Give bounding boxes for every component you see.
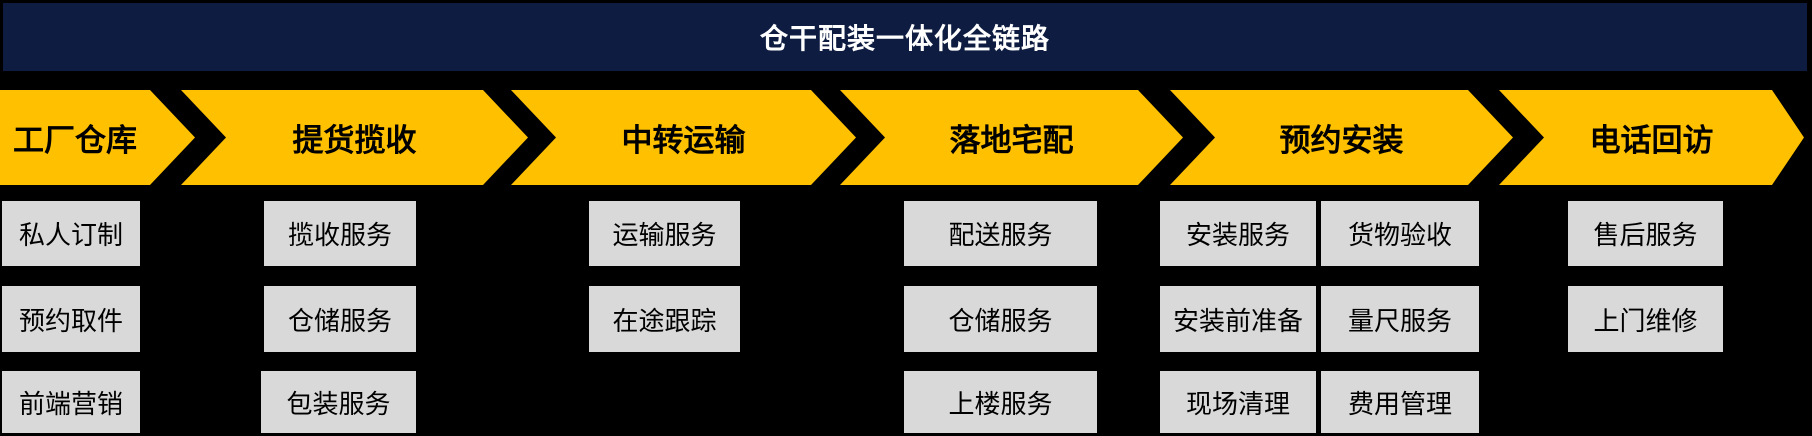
service-box: 售后服务 [1568,201,1723,266]
stage-label: 预约安装 [1279,123,1404,158]
page-title: 仓干配装一体化全链路 [759,23,1050,54]
service-box: 揽收服务 [264,201,416,266]
service-box: 仓储服务 [904,286,1097,352]
service-box: 仓储服务 [264,286,416,352]
stage-label: 提货揽收 [292,123,417,158]
service-box: 包装服务 [261,371,416,433]
stage-label: 中转运输 [621,123,746,158]
stage-arrow-pickup-collection: 提货揽收 [181,90,528,185]
service-box: 安装前准备 [1160,286,1316,352]
stage-label: 工厂仓库 [13,123,137,158]
stage-arrow-transit-transport: 中转运输 [511,90,856,185]
service-box: 货物验收 [1321,201,1479,266]
service-box: 运输服务 [589,201,740,266]
service-box: 安装服务 [1160,201,1316,266]
service-box: 上门维修 [1568,286,1723,352]
service-box: 前端营销 [2,371,140,433]
stage-arrow-factory-warehouse: 工厂仓库 [0,90,195,185]
stage-label: 落地宅配 [949,123,1074,158]
service-box: 预约取件 [2,286,140,352]
service-box: 配送服务 [904,201,1097,266]
stage-arrow-appointment-installation: 预约安装 [1170,90,1513,185]
service-box: 费用管理 [1321,371,1479,433]
stage-arrow-phone-followup: 电话回访 [1499,90,1804,185]
service-box: 现场清理 [1160,371,1316,433]
stage-arrow-home-delivery: 落地宅配 [840,90,1183,185]
stage-label: 电话回访 [1589,123,1714,158]
service-box: 量尺服务 [1321,286,1479,352]
service-box: 私人订制 [2,201,140,266]
service-box: 上楼服务 [904,371,1097,433]
header-banner: 仓干配装一体化全链路 [3,3,1807,71]
service-box: 在途跟踪 [589,286,740,352]
